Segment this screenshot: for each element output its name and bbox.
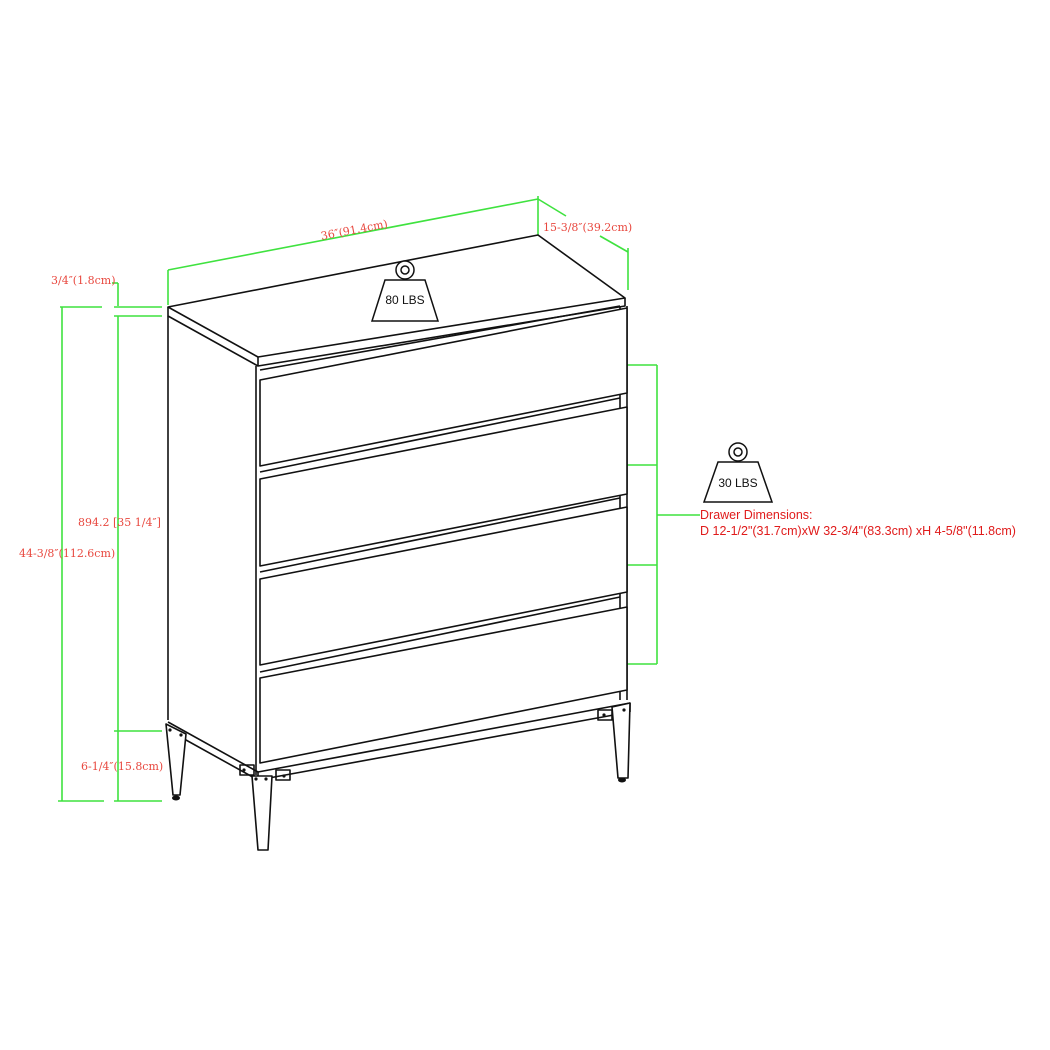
body-height-label: 894.2 [35 1/4″] <box>78 516 161 529</box>
weight-icon-drawer <box>702 442 774 503</box>
drawer-dimensions-block: Drawer Dimensions: D 12-1/2"(31.7cm)xW 3… <box>700 508 1016 539</box>
drawer-weight-capacity: 30 LBS <box>718 476 758 490</box>
top-weight-capacity: 80 LBS <box>385 293 425 307</box>
dresser-outline <box>165 234 631 851</box>
leg-height-label: 6-1/4″(15.8cm) <box>81 760 164 773</box>
weight-icon-top <box>370 260 440 322</box>
depth-dimension-label: 15-3/8″(39.2cm) <box>543 221 633 234</box>
drawer-dimensions-value: D 12-1/2"(31.7cm)xW 32-3/4"(83.3cm) xH 4… <box>700 523 1016 538</box>
top-thickness-label: 3/4″(1.8cm) <box>51 274 116 287</box>
bracket-bolts <box>168 708 626 801</box>
drawer-dimensions-title: Drawer Dimensions: <box>700 508 813 522</box>
dimension-lines <box>58 196 700 802</box>
total-height-label: 44-3/8″(112.6cm) <box>19 547 116 560</box>
